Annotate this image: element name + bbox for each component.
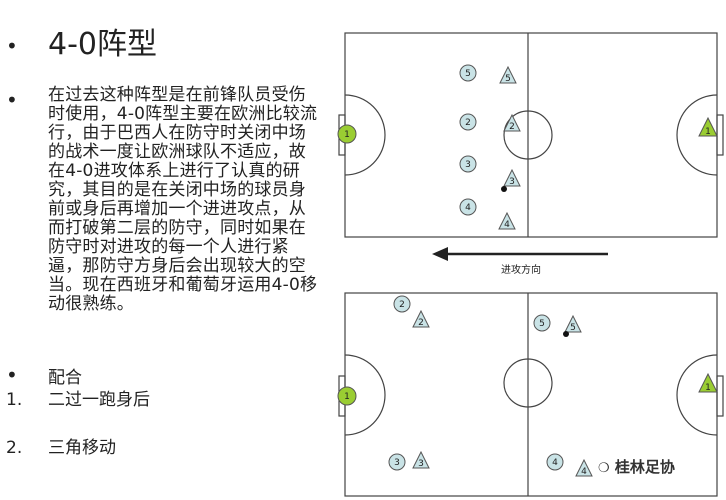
keeper-circle [337,124,357,144]
player-number: 2 [509,122,515,132]
defender-triangle [412,309,430,328]
ball [563,331,569,337]
attacker-circle [459,113,477,131]
right-penalty-arc [676,94,718,176]
right-penalty-arc [676,354,718,436]
right-goal [716,375,724,417]
watermark: ❍ 桂林足协 [598,456,675,477]
player-number: 2 [399,300,405,310]
defender-triangle [564,314,582,333]
item-text: 三角移动 [48,438,116,458]
attacker-circle [546,453,564,471]
defender-triangle [575,458,593,477]
bullet: • [6,88,18,112]
defender-triangle [412,450,430,469]
attack-direction-arrow [432,247,608,261]
top-field [338,32,724,238]
item-number: 1. [6,390,23,410]
player-number: 3 [394,458,400,468]
attacker-circle [459,155,477,173]
defender-triangle [503,168,521,187]
description-paragraph: 在过去这种阵型是在前锋队员受伤时使用，4-0阵型主要在欧洲比较流行，由于巴西人在… [48,85,318,314]
item-number: 2. [6,438,23,458]
arrow-label: 进攻方向 [501,263,541,276]
attacker-circle [459,198,477,216]
center-circle [503,358,553,408]
left-penalty-arc [344,94,386,176]
player-number: 5 [505,74,511,84]
chat-icon: ❍ [598,461,610,476]
watermark-text: 桂林足协 [614,458,675,476]
defender-triangle [499,65,517,84]
keeper-triangle [698,116,718,137]
keeper-circle [337,386,357,406]
item-text: 二过一跑身后 [48,390,150,410]
bullet: • [6,34,18,58]
player-number: 4 [504,220,510,230]
attacker-circle [393,295,411,313]
player-number: 5 [465,69,471,79]
player-number: 1 [344,392,350,402]
player-number: 4 [581,467,587,477]
player-number: 4 [552,458,558,468]
keeper-triangle [698,372,718,393]
defender-triangle [503,113,521,132]
player-number: 5 [539,319,545,329]
player-number: 2 [418,318,424,328]
bullet: • [6,363,18,387]
player-number: 5 [570,323,576,333]
player-number: 3 [509,177,515,187]
player-number: 2 [465,118,471,128]
defender-triangle [498,211,516,230]
left-penalty-arc [344,354,386,436]
player-number: 3 [465,160,471,170]
player-number: 1 [705,127,711,137]
center-circle [503,110,553,160]
player-number: 1 [344,130,350,140]
player-number: 3 [418,459,424,469]
field-boundary [344,32,718,238]
attacker-circle [533,314,551,332]
right-goal [716,114,724,156]
player-number: 4 [465,203,471,213]
subheading: 配合 [48,368,82,388]
attacker-circle [388,453,406,471]
slide-title: 4-0阵型 [48,27,157,62]
attacker-circle [459,64,477,82]
player-number: 1 [705,383,711,393]
ball [501,186,507,192]
